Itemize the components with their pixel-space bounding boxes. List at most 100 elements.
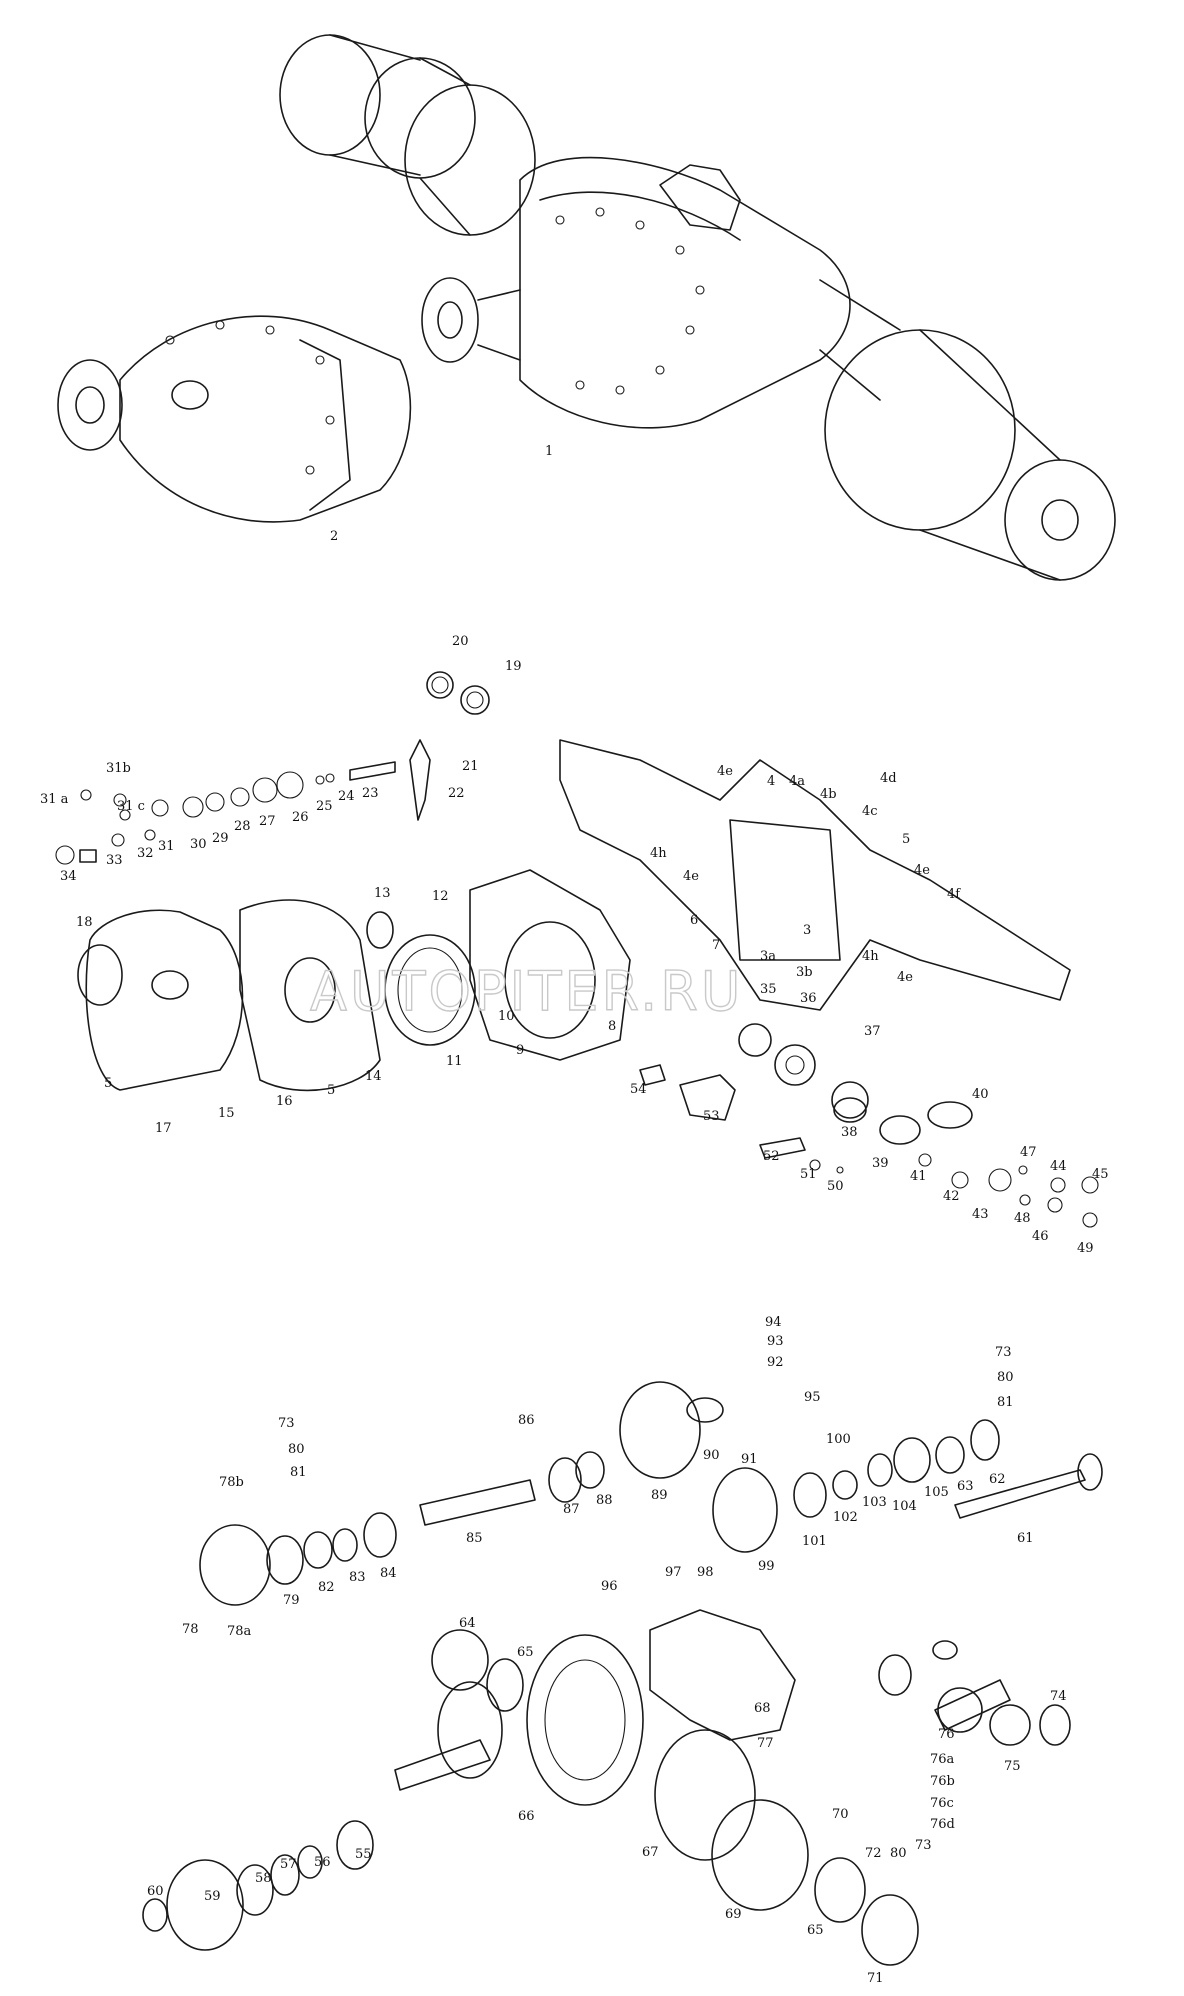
label-part-80a: 80 (997, 1370, 1014, 1385)
label-part-14: 14 (365, 1069, 382, 1084)
label-part-70: 70 (832, 1807, 849, 1822)
label-part-49: 49 (1077, 1241, 1094, 1256)
label-part-98: 98 (697, 1565, 714, 1580)
label-part-20: 20 (452, 634, 469, 649)
label-part-76b: 76b (930, 1774, 955, 1789)
label-part-58: 58 (255, 1871, 272, 1886)
label-assembly-1: 1 (545, 444, 553, 459)
label-part-91: 91 (741, 1452, 758, 1467)
label-part-75: 75 (1004, 1759, 1021, 1774)
watermark: AUTOPITER.RU (310, 960, 743, 1023)
label-part-25: 25 (316, 799, 333, 814)
label-part-83: 83 (349, 1570, 366, 1585)
label-part-85: 85 (466, 1531, 483, 1546)
label-part-81b: 81 (290, 1465, 307, 1480)
label-part-24: 24 (338, 789, 355, 804)
label-part-97: 97 (665, 1565, 682, 1580)
label-part-4b: 4b (820, 787, 837, 802)
label-part-54: 54 (630, 1082, 647, 1097)
label-part-3a: 3a (760, 949, 776, 964)
label-part-34: 34 (60, 869, 77, 884)
label-part-65b: 65 (807, 1923, 824, 1938)
middle-section-parts (55, 671, 1099, 1228)
label-part-55: 55 (355, 1847, 372, 1862)
label-part-4e-2: 4e (683, 869, 699, 884)
label-part-86: 86 (518, 1413, 535, 1428)
label-part-45: 45 (1092, 1167, 1109, 1182)
label-part-92: 92 (767, 1355, 784, 1370)
label-part-78: 78 (182, 1622, 199, 1637)
label-part-4a: 4a (789, 774, 805, 789)
label-part-39: 39 (872, 1156, 889, 1171)
label-part-77: 77 (757, 1736, 774, 1751)
label-part-4: 4 (767, 774, 775, 789)
label-part-41: 41 (910, 1169, 927, 1184)
label-part-73a: 73 (995, 1345, 1012, 1360)
label-part-84: 84 (380, 1566, 397, 1581)
label-part-51: 51 (800, 1167, 817, 1182)
label-part-3b: 3b (796, 965, 813, 980)
label-part-7: 7 (712, 938, 720, 953)
label-part-3: 3 (803, 923, 811, 938)
bottom-section-parts (142, 1381, 1103, 1966)
label-part-67: 67 (642, 1845, 659, 1860)
label-part-65a: 65 (517, 1645, 534, 1660)
label-part-43: 43 (972, 1207, 989, 1222)
label-part-16: 16 (276, 1094, 293, 1109)
label-assembly-2: 2 (330, 529, 338, 544)
label-part-79: 79 (283, 1593, 300, 1608)
label-part-100: 100 (826, 1432, 851, 1447)
label-part-4h-2: 4h (862, 949, 879, 964)
label-part-5a: 5 (104, 1076, 112, 1091)
label-part-61: 61 (1017, 1531, 1034, 1546)
label-part-76: 76 (938, 1727, 955, 1742)
label-part-50: 50 (827, 1179, 844, 1194)
label-part-48: 48 (1014, 1211, 1031, 1226)
label-part-19: 19 (505, 659, 522, 674)
label-part-31c: 31 c (117, 799, 145, 814)
label-part-87: 87 (563, 1502, 580, 1517)
label-part-32: 32 (137, 846, 154, 861)
label-part-35: 35 (760, 982, 777, 997)
label-part-103: 103 (862, 1495, 887, 1510)
label-part-26: 26 (292, 810, 309, 825)
label-part-89: 89 (651, 1488, 668, 1503)
label-part-56: 56 (314, 1855, 331, 1870)
label-part-31a: 31 a (40, 792, 69, 807)
label-part-37: 37 (864, 1024, 881, 1039)
label-part-96: 96 (601, 1579, 618, 1594)
label-part-68: 68 (754, 1701, 771, 1716)
label-part-31b: 31b (106, 761, 131, 776)
label-part-5b: 5 (327, 1083, 335, 1098)
label-part-33: 33 (106, 853, 123, 868)
label-part-40: 40 (972, 1087, 989, 1102)
label-part-52: 52 (763, 1149, 780, 1164)
label-part-76d: 76d (930, 1817, 955, 1832)
label-part-71: 71 (867, 1971, 884, 1986)
label-part-13: 13 (374, 886, 391, 901)
label-part-74: 74 (1050, 1689, 1067, 1704)
label-part-57: 57 (280, 1857, 297, 1872)
label-part-66: 66 (518, 1809, 535, 1824)
label-part-69: 69 (725, 1907, 742, 1922)
axle-assembly-drawing (279, 34, 1116, 581)
label-part-4c: 4c (862, 804, 878, 819)
label-part-4d: 4d (880, 771, 897, 786)
label-part-29: 29 (212, 831, 229, 846)
label-part-30: 30 (190, 837, 207, 852)
label-part-4e-3: 4e (914, 863, 930, 878)
label-part-60: 60 (147, 1884, 164, 1899)
label-part-88: 88 (596, 1493, 613, 1508)
label-part-36: 36 (800, 991, 817, 1006)
label-part-38: 38 (841, 1125, 858, 1140)
label-part-81a: 81 (997, 1395, 1014, 1410)
label-part-18: 18 (76, 915, 93, 930)
label-part-102: 102 (833, 1510, 858, 1525)
label-part-10: 10 (498, 1009, 515, 1024)
label-part-99: 99 (758, 1559, 775, 1574)
label-part-59: 59 (204, 1889, 221, 1904)
label-part-104: 104 (892, 1499, 917, 1514)
label-part-4e-1: 4e (717, 764, 733, 779)
